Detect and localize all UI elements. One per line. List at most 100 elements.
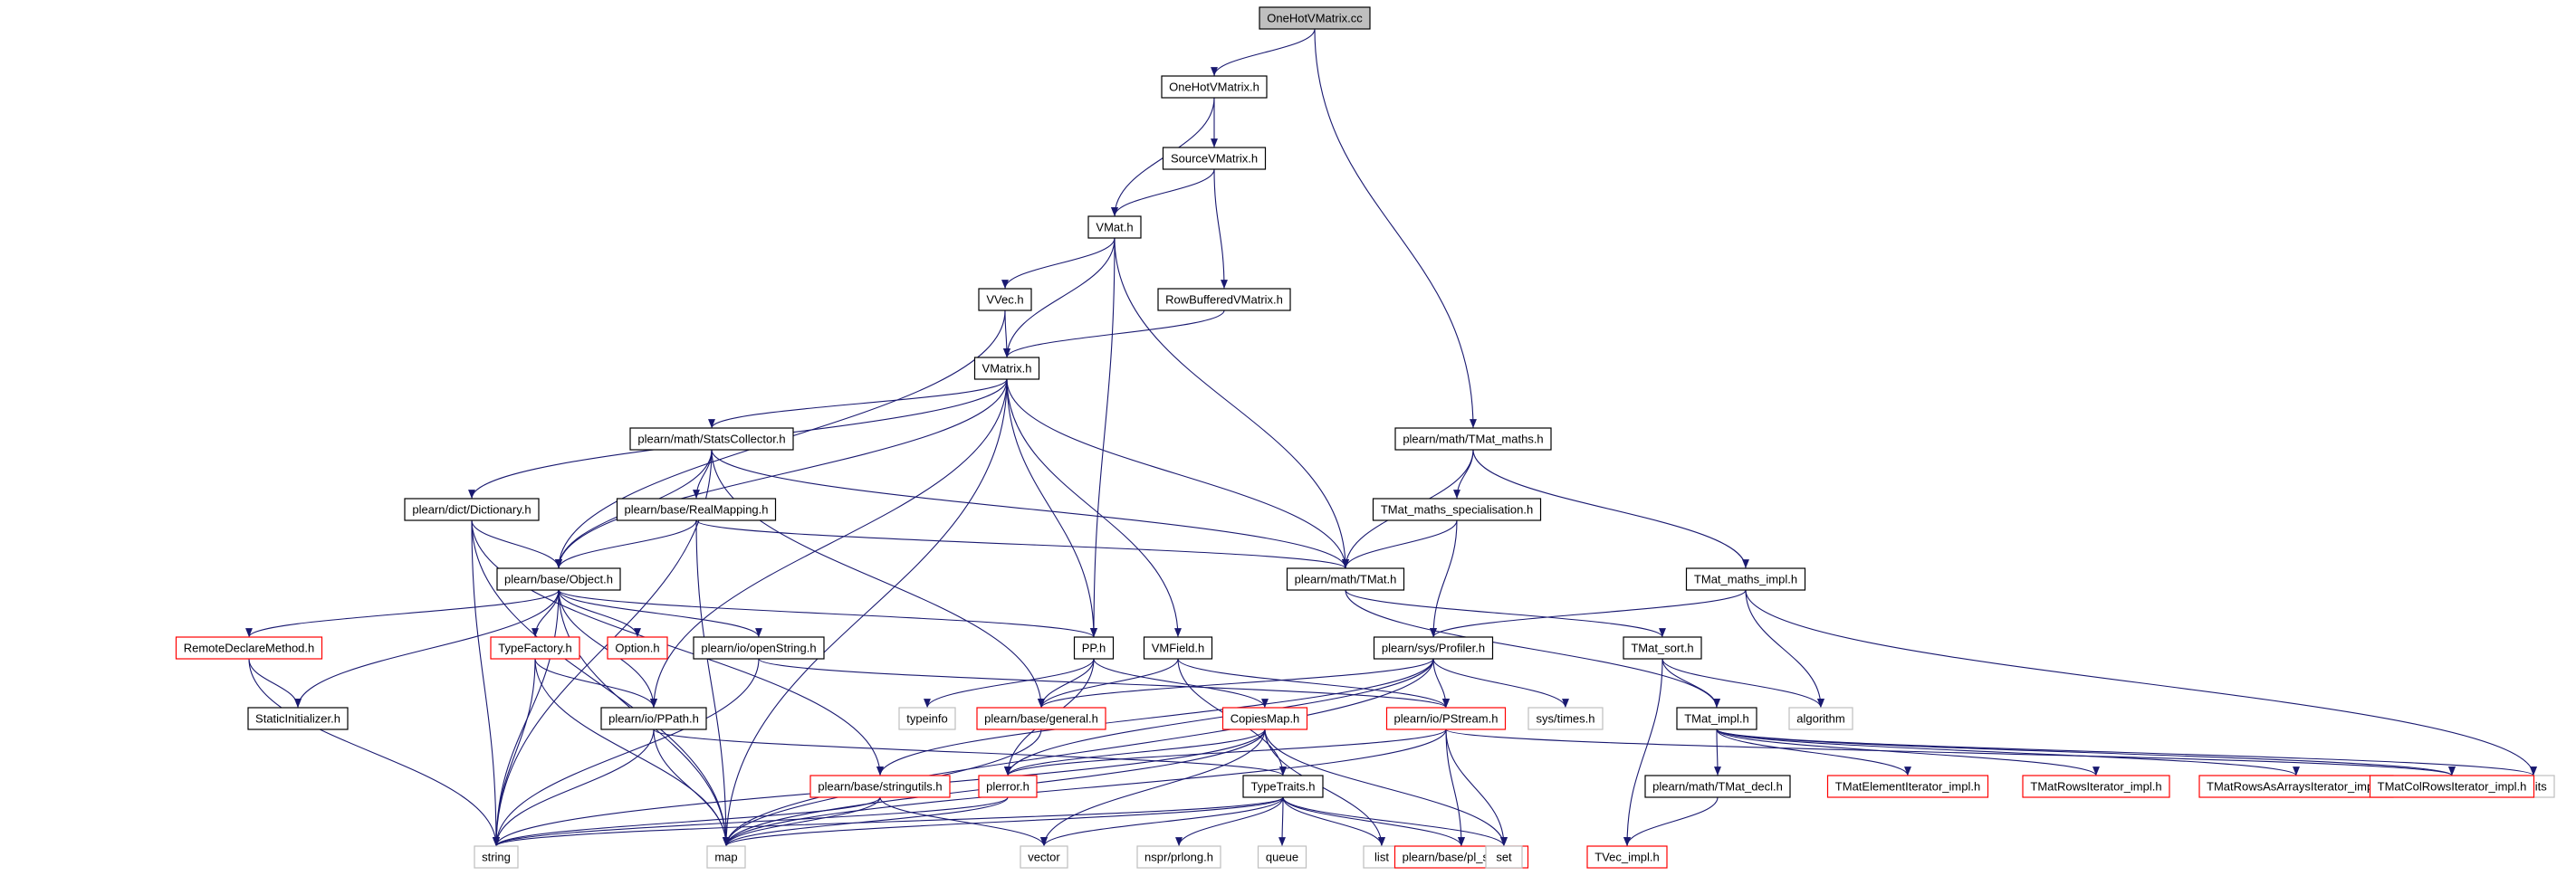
node-list[interactable]: list <box>1363 845 1401 869</box>
node-ppath[interactable]: plearn/io/PPath.h <box>600 707 707 730</box>
node-box <box>1685 567 1806 591</box>
node-label: VVec.h <box>986 292 1023 306</box>
node-tmimpl[interactable]: TMat_maths_impl.h <box>1685 567 1806 591</box>
node-source[interactable]: SourceVMatrix.h <box>1162 147 1267 170</box>
node-label: plearn/base/stringutils.h <box>818 779 942 793</box>
edge-typetraits-to-queue <box>1278 796 1286 847</box>
node-root[interactable]: OneHotVMatrix.cc <box>1259 6 1371 30</box>
node-typetraits[interactable]: TypeTraits.h <box>1242 775 1324 798</box>
node-tmcolrows[interactable]: TMatColRowsIterator_impl.h <box>2369 775 2535 798</box>
edge-tmimpl-to-algorithm <box>1745 589 1824 709</box>
edge-object-to-staticinit <box>294 589 560 709</box>
node-box <box>1394 427 1552 451</box>
node-box <box>1788 707 1853 730</box>
node-rowbuf[interactable]: RowBufferedVMatrix.h <box>1157 288 1291 311</box>
node-box <box>973 357 1040 380</box>
edge-typetraits-to-list <box>1282 796 1385 847</box>
node-label: algorithm <box>1796 711 1844 725</box>
node-box <box>1586 845 1668 869</box>
node-box <box>175 636 323 660</box>
node-label: plearn/sys/Profiler.h <box>1382 641 1485 654</box>
node-stats[interactable]: plearn/math/StatsCollector.h <box>629 427 794 451</box>
node-typeinfo[interactable]: typeinfo <box>898 707 956 730</box>
edge-vmat-to-vvec <box>1001 237 1116 290</box>
node-label: CopiesMap.h <box>1231 711 1300 725</box>
node-label: StaticInitializer.h <box>255 711 340 725</box>
node-algorithm[interactable]: algorithm <box>1788 707 1853 730</box>
node-vector[interactable]: vector <box>1020 845 1068 869</box>
node-label: TypeFactory.h <box>498 641 571 654</box>
node-onehot-h[interactable]: OneHotVMatrix.h <box>1161 75 1268 99</box>
node-vmfield[interactable]: VMField.h <box>1143 636 1213 660</box>
edge-copiesmap-to-set <box>1264 728 1508 847</box>
edge-source-to-vmat <box>1111 168 1215 217</box>
node-box <box>600 707 707 730</box>
edge-object-to-ppath <box>558 589 657 709</box>
node-label: TMatColRowsIterator_impl.h <box>2378 779 2527 793</box>
node-tmatmaths[interactable]: plearn/math/TMat_maths.h <box>1394 427 1552 451</box>
edge-plerror-to-map <box>723 796 1009 847</box>
node-label: sys/times.h <box>1536 711 1594 725</box>
edge-typetraits-to-nsprlong <box>1175 796 1284 847</box>
node-vmat[interactable]: VMat.h <box>1087 215 1142 239</box>
node-tmrowsarr[interactable]: TMatRowsAsArraysIterator_impl.h <box>2198 775 2394 798</box>
node-stringutils[interactable]: plearn/base/stringutils.h <box>809 775 951 798</box>
node-systimes[interactable]: sys/times.h <box>1527 707 1604 730</box>
node-label: SourceVMatrix.h <box>1171 151 1258 165</box>
node-box <box>1161 75 1268 99</box>
node-openstring[interactable]: plearn/io/openString.h <box>693 636 825 660</box>
edge-stringutils-to-string <box>493 796 881 847</box>
node-object[interactable]: plearn/base/Object.h <box>496 567 621 591</box>
node-label: map <box>714 850 737 863</box>
edge-vmatrix-to-object <box>555 378 1008 569</box>
node-queue[interactable]: queue <box>1257 845 1307 869</box>
node-tmelemit[interactable]: TMatElementIterator_impl.h <box>1826 775 1989 798</box>
node-tmatdecl[interactable]: plearn/math/TMat_decl.h <box>1644 775 1791 798</box>
edge-vmatrix-to-ppath <box>650 378 1008 709</box>
edge-vmat-to-vmatrix <box>1003 237 1116 358</box>
node-nsprlong[interactable]: nspr/prlong.h <box>1136 845 1221 869</box>
node-copiesmap[interactable]: CopiesMap.h <box>1221 707 1308 730</box>
node-pp[interactable]: PP.h <box>1073 636 1115 660</box>
node-pstream[interactable]: plearn/io/PStream.h <box>1385 707 1507 730</box>
node-label: plearn/math/TMat_decl.h <box>1652 779 1783 793</box>
node-typefactory[interactable]: TypeFactory.h <box>490 636 580 660</box>
node-box <box>1259 6 1371 30</box>
edge-plerror-to-string <box>493 796 1009 847</box>
node-tmat[interactable]: plearn/math/TMat.h <box>1286 567 1405 591</box>
node-general[interactable]: plearn/base/general.h <box>976 707 1106 730</box>
node-realmap[interactable]: plearn/base/RealMapping.h <box>616 498 777 521</box>
edge-tmat-to-tmatimpl <box>1345 589 1720 709</box>
edge-vmatrix-to-stats <box>708 378 1008 429</box>
node-label: plerror.h <box>986 779 1029 793</box>
node-tmrowsit[interactable]: TMatRowsIterator_impl.h <box>2022 775 2170 798</box>
edge-vvec-to-vmatrix <box>1003 309 1010 358</box>
edge-tmatimpl-to-tmelemit <box>1716 728 1911 776</box>
node-label: TMat_maths_impl.h <box>1694 572 1797 586</box>
node-vvec[interactable]: VVec.h <box>978 288 1032 311</box>
edge-vmatrix-to-pp <box>1006 378 1097 638</box>
edge-stringutils-to-vector <box>879 796 1048 847</box>
node-string[interactable]: string <box>474 845 519 869</box>
node-dict[interactable]: plearn/dict/Dictionary.h <box>404 498 540 521</box>
node-staticinit[interactable]: StaticInitializer.h <box>247 707 349 730</box>
node-profiler[interactable]: plearn/sys/Profiler.h <box>1373 636 1494 660</box>
edge-dict-to-map <box>471 519 730 847</box>
edge-copiesmap-to-vector <box>1040 728 1266 847</box>
node-tmatsort[interactable]: TMat_sort.h <box>1623 636 1702 660</box>
edge-tmatimpl-to-tmcolrows <box>1716 728 2456 776</box>
node-set[interactable]: set <box>1485 845 1523 869</box>
edge-tmimpl-to-limits <box>1745 589 2537 776</box>
node-label: TypeTraits.h <box>1250 779 1315 793</box>
node-remote[interactable]: RemoteDeclareMethod.h <box>175 636 323 660</box>
node-tmspec[interactable]: TMat_maths_specialisation.h <box>1372 498 1542 521</box>
node-vmatrix[interactable]: VMatrix.h <box>973 357 1040 380</box>
node-tvecimpl[interactable]: TVec_impl.h <box>1586 845 1668 869</box>
node-option[interactable]: Option.h <box>607 636 668 660</box>
node-box <box>1257 845 1307 869</box>
node-label: VMat.h <box>1096 220 1133 233</box>
node-map[interactable]: map <box>706 845 746 869</box>
node-plerror[interactable]: plerror.h <box>978 775 1038 798</box>
node-tmatimpl[interactable]: TMat_impl.h <box>1676 707 1757 730</box>
